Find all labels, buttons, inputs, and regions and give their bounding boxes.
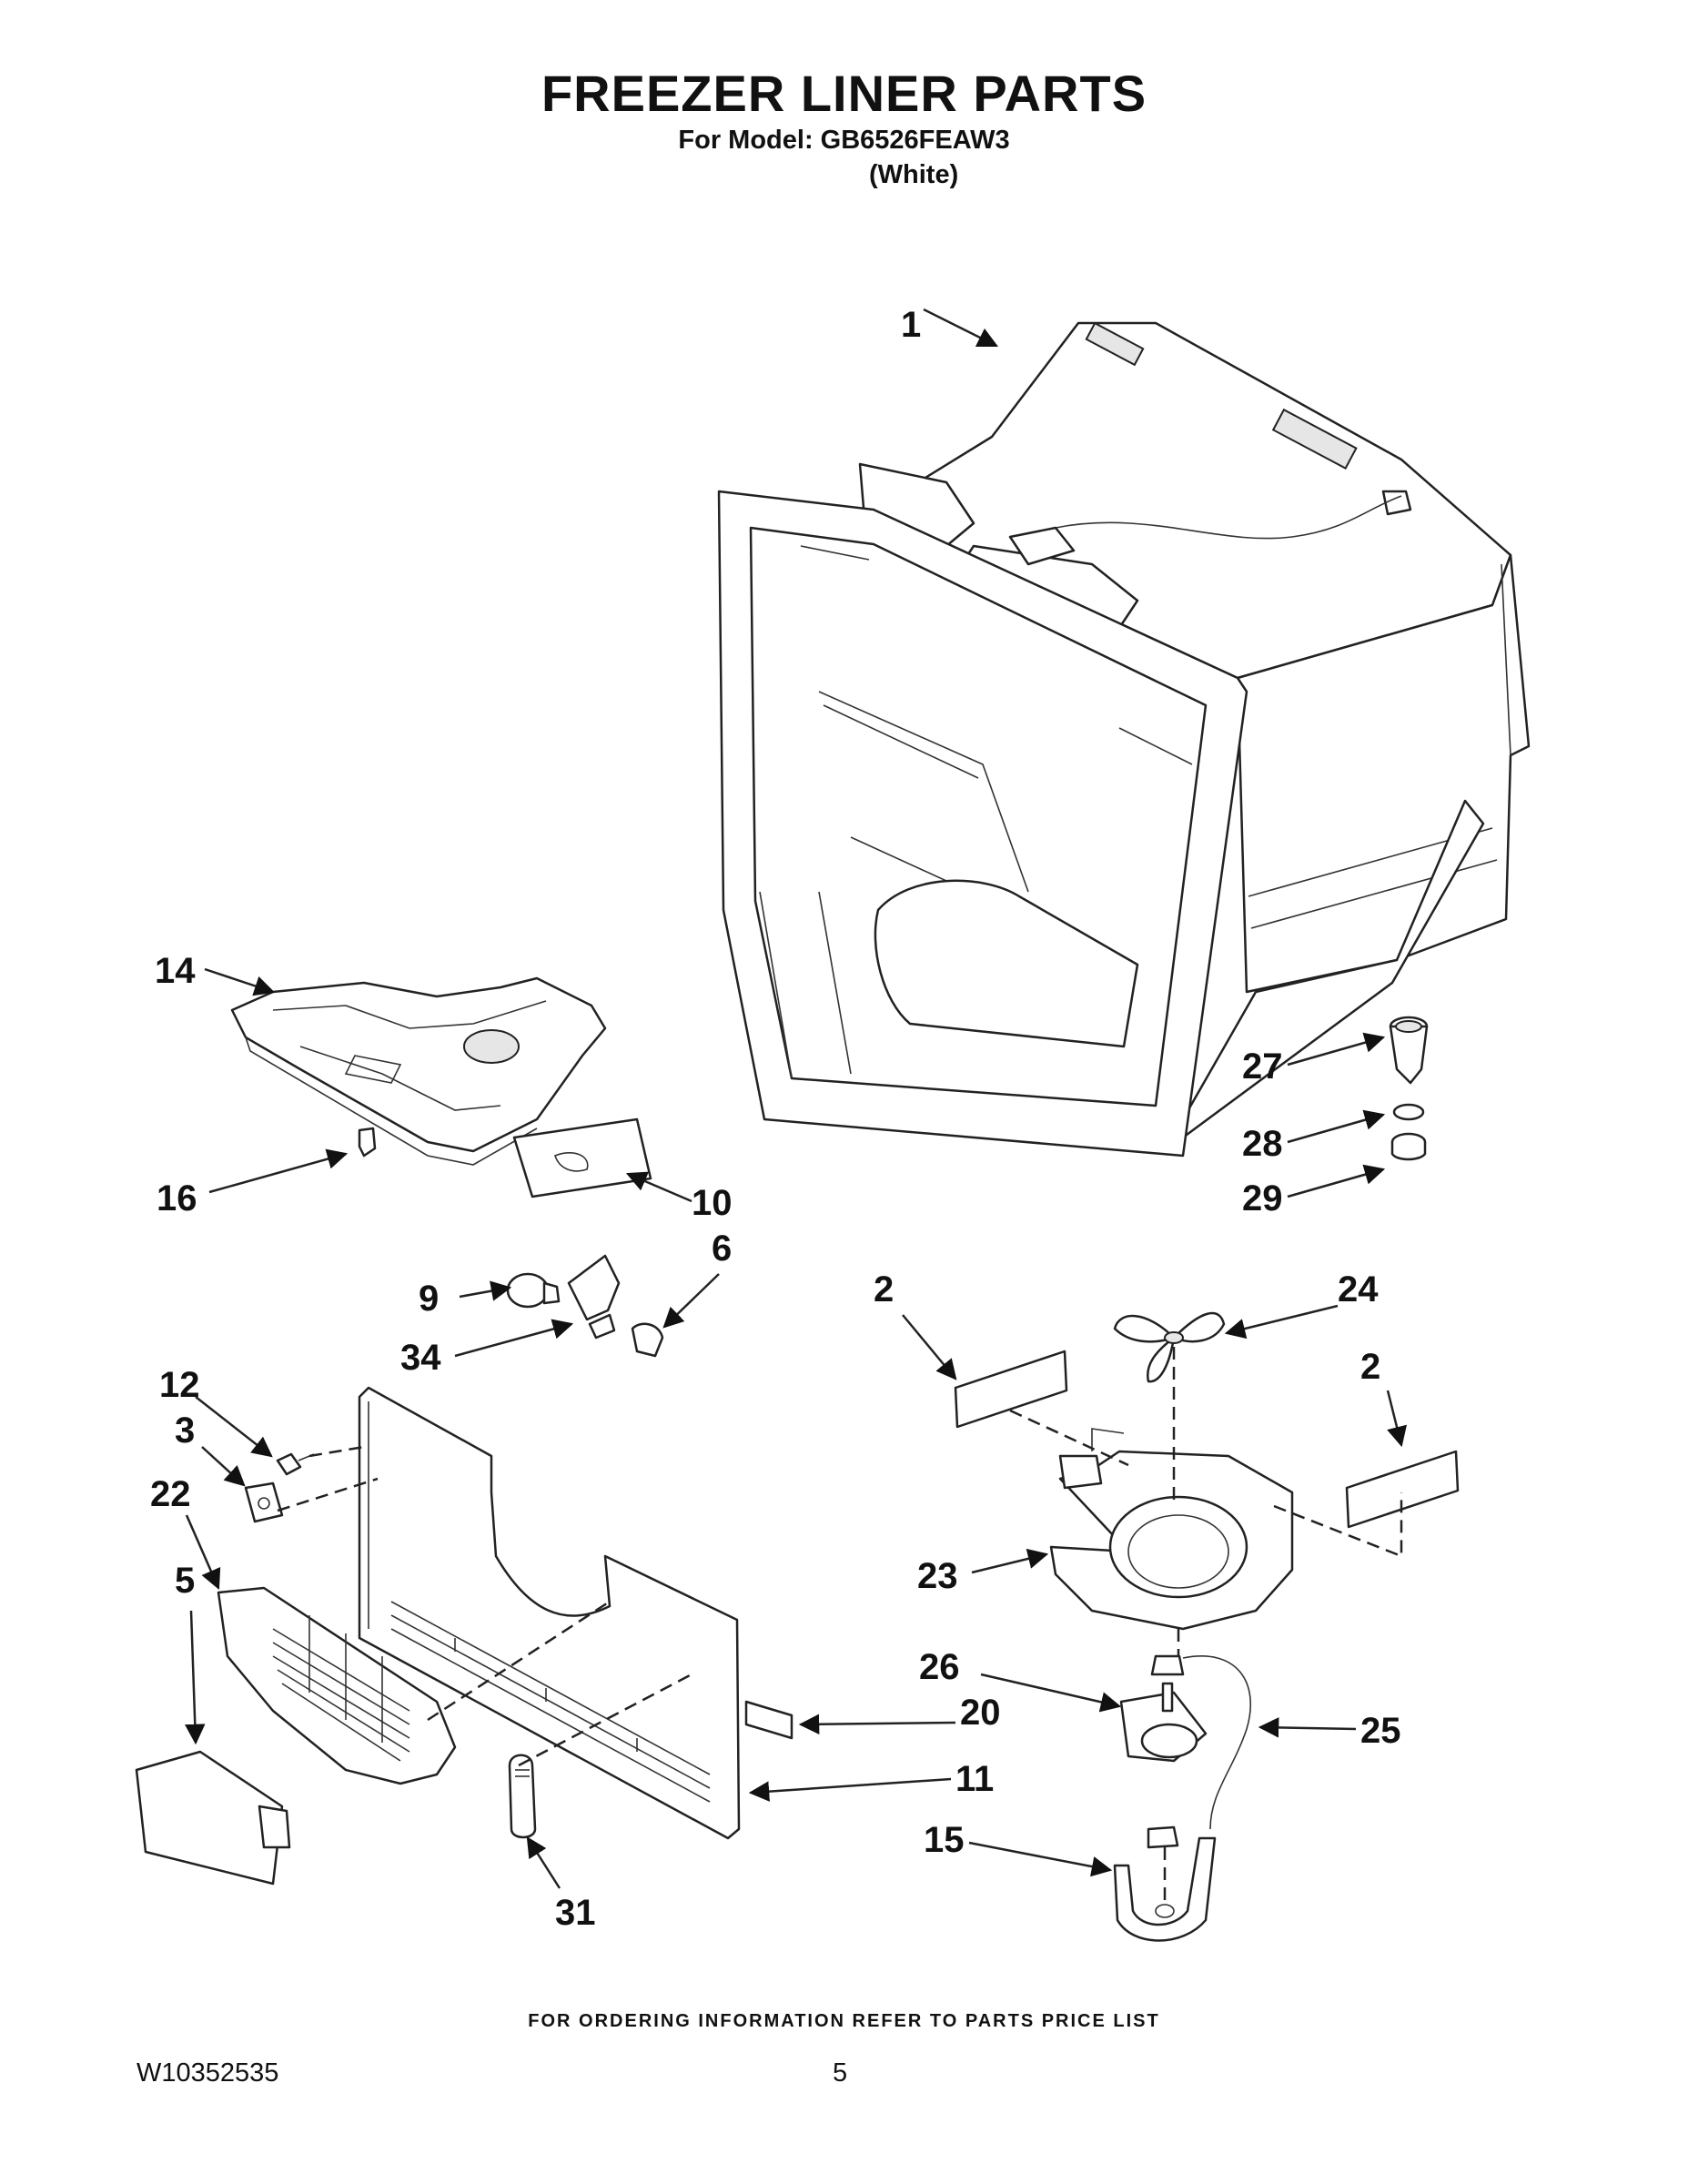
document-number: W10352535 xyxy=(136,2058,279,2088)
callout-1: 1 xyxy=(901,305,921,345)
fan-housing-part xyxy=(1049,1428,1294,1631)
model-variant: (White) xyxy=(869,160,959,189)
fan-blade-part xyxy=(1113,1311,1226,1383)
callout-15: 15 xyxy=(924,1820,965,1860)
callout-10: 10 xyxy=(692,1183,733,1223)
air-grille-part xyxy=(217,1586,457,1785)
callout-2-right: 2 xyxy=(1360,1347,1380,1387)
mounting-bracket-part xyxy=(244,1481,284,1523)
callout-24: 24 xyxy=(1338,1269,1379,1309)
callout-23: 23 xyxy=(917,1556,958,1596)
callout-20: 20 xyxy=(960,1693,1001,1733)
callout-34: 34 xyxy=(400,1338,441,1378)
callout-14: 14 xyxy=(155,951,196,991)
page-title: FREEZER LINER PARTS xyxy=(541,65,1147,122)
o-ring-part xyxy=(1392,1103,1425,1121)
callout-3: 3 xyxy=(175,1410,195,1451)
callout-2-left: 2 xyxy=(874,1269,894,1309)
evaporator-cover-part xyxy=(358,1386,741,1840)
callout-12: 12 xyxy=(159,1365,200,1405)
light-socket-part xyxy=(567,1254,621,1340)
foam-block-right-part xyxy=(1345,1450,1460,1529)
foam-tape-part xyxy=(512,1117,652,1198)
grommet-part xyxy=(1390,1132,1427,1161)
wire-harness-part xyxy=(1182,1655,1251,1830)
assembly-lines xyxy=(277,1347,1403,1906)
air-duct-cover-part xyxy=(230,976,607,1166)
thermistor-part xyxy=(508,1754,537,1839)
freezer-liner-part xyxy=(717,321,1531,1158)
drain-cup-part xyxy=(1389,1016,1429,1085)
front-cover-part xyxy=(135,1750,291,1886)
callout-28: 28 xyxy=(1242,1124,1283,1164)
callout-22: 22 xyxy=(150,1474,191,1514)
callout-labels: 1 14 16 10 27 28 29 9 6 34 2 24 2 12 3 2… xyxy=(150,305,1401,1933)
callout-25: 25 xyxy=(1360,1711,1401,1751)
fan-motor-part xyxy=(1119,1654,1208,1763)
foam-block-left-part xyxy=(954,1350,1068,1429)
callout-31: 31 xyxy=(555,1893,596,1933)
foam-strip-part xyxy=(744,1700,793,1740)
callout-6: 6 xyxy=(712,1228,732,1269)
screw-part xyxy=(276,1452,315,1476)
callout-11: 11 xyxy=(955,1759,994,1799)
leader-arrows xyxy=(185,308,1408,1889)
callout-26: 26 xyxy=(919,1647,960,1687)
callout-5: 5 xyxy=(175,1561,195,1601)
callout-9: 9 xyxy=(419,1279,439,1319)
clip-part xyxy=(358,1127,377,1158)
callout-27: 27 xyxy=(1242,1046,1283,1087)
page-number: 5 xyxy=(833,2058,848,2088)
motor-bracket-part xyxy=(1113,1825,1217,1942)
ordering-note: FOR ORDERING INFORMATION REFER TO PARTS … xyxy=(528,2011,1160,2031)
light-bulb-part xyxy=(506,1272,561,1309)
model-line: For Model: GB6526FEAW3 xyxy=(678,126,1010,155)
callout-29: 29 xyxy=(1242,1178,1283,1218)
light-cover-part xyxy=(631,1322,664,1358)
callout-16: 16 xyxy=(157,1178,197,1218)
